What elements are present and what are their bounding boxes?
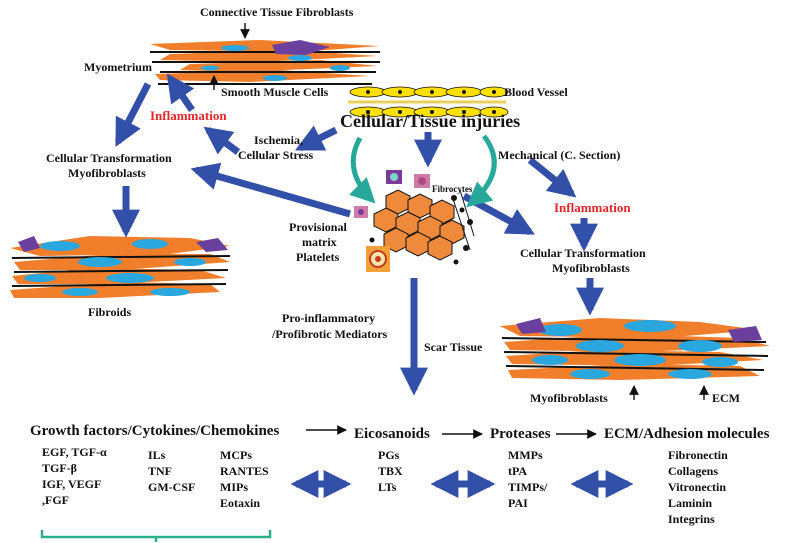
growth-factors-bracket — [40, 530, 272, 542]
inflammation-left-label: Inflammation — [150, 108, 227, 123]
fibroids-tissue — [10, 236, 231, 298]
ecm-molecule-item: Fibronectin — [668, 448, 728, 462]
arrow-matrix-to-transform-left — [190, 162, 351, 218]
ecm-molecule-item: Integrins — [668, 512, 715, 526]
mechanical-label: Mechanical (C. Section) — [498, 148, 620, 162]
protease-item: PAI — [508, 496, 528, 510]
growth-col3-item: MCPs — [220, 448, 252, 462]
growth-col3-item: RANTES — [220, 464, 269, 478]
transform-right-label-2: Myofibroblasts — [552, 261, 630, 275]
provisional-label-2: matrix — [302, 235, 337, 249]
ecm-label: ECM — [712, 391, 740, 405]
growth-col3-item: MIPs — [220, 480, 248, 494]
myometrium-label: Myometrium — [84, 60, 152, 74]
growth-col2-item: GM-CSF — [148, 480, 195, 494]
transform-right-label-1: Cellular Transformation — [520, 246, 646, 260]
mediators-label-2: /Profibrotic Mediators — [271, 327, 388, 341]
protease-item: tPA — [508, 464, 527, 478]
myofibroblast-tissue — [500, 318, 770, 380]
myometrium-tissue — [150, 40, 380, 88]
ecm-adhesion-heading: ECM/Adhesion molecules — [604, 426, 770, 442]
arrow-myometrium-to-transform — [114, 82, 152, 147]
smooth-muscle-label: Smooth Muscle Cells — [221, 85, 329, 99]
green-curve-left — [349, 136, 376, 204]
growth-col1-item: EGF, TGF-α — [42, 445, 107, 459]
growth-col2-item: TNF — [148, 464, 172, 478]
blood-vessel-graphic — [346, 86, 509, 122]
provisional-label-1: Provisional — [289, 220, 347, 234]
scar-tissue-label: Scar Tissue — [424, 340, 483, 354]
growth-col2-item: ILs — [148, 448, 166, 462]
protease-item: MMPs — [508, 448, 543, 462]
proteases-heading: Proteases — [490, 426, 551, 442]
growth-factors-heading: Growth factors/Cytokines/Chemokines — [30, 423, 279, 439]
growth-col3-item: Eotaxin — [220, 496, 260, 510]
myofibroblasts-bottom-label: Myofibroblasts — [530, 391, 608, 405]
growth-col1-item: ,FGF — [42, 493, 69, 507]
provisional-matrix-cluster — [354, 170, 475, 272]
green-curve-right — [466, 134, 497, 208]
eicosanoid-item: LTs — [378, 480, 397, 494]
inflammation-right-label: Inflammation — [554, 200, 631, 215]
arrow-mechanical-to-inflammation — [527, 157, 577, 198]
ecm-molecule-item: Vitronectin — [668, 480, 726, 494]
protease-item: TIMPs/ — [508, 480, 548, 494]
eicosanoids-heading: Eicosanoids — [354, 426, 430, 442]
eicosanoid-item: TBX — [378, 464, 403, 478]
cellular-injuries-label: Cellular/Tissue injuries — [340, 111, 520, 131]
blood-vessel-label: Blood Vessel — [504, 85, 568, 99]
ecm-molecule-item: Laminin — [668, 496, 712, 510]
eicosanoid-item: PGs — [378, 448, 400, 462]
ischemia-label-1: Ischemia, — [254, 133, 303, 147]
growth-col1-item: TGF-β — [42, 461, 77, 475]
ischemia-label-2: Cellular Stress — [238, 148, 314, 162]
provisional-label-3: Platelets — [296, 250, 340, 264]
ecm-molecule-item: Collagens — [668, 464, 718, 478]
fibroids-label: Fibroids — [88, 305, 131, 319]
fibrocytes-label: Fibrocytes — [432, 184, 473, 194]
transform-left-label-2: Myofibroblasts — [68, 166, 146, 180]
growth-col1-item: IGF, VEGF — [42, 477, 101, 491]
transform-left-label-1: Cellular Transformation — [46, 151, 172, 165]
mediators-label-1: Pro-inflammatory — [282, 311, 375, 325]
arrow-inflammation-to-myometrium — [166, 73, 195, 112]
arrow-injuries-to-ischemia — [294, 125, 338, 152]
arrow-ischemia-to-inflammation — [203, 126, 241, 155]
connective-fibroblasts-label: Connective Tissue Fibroblasts — [200, 5, 354, 19]
